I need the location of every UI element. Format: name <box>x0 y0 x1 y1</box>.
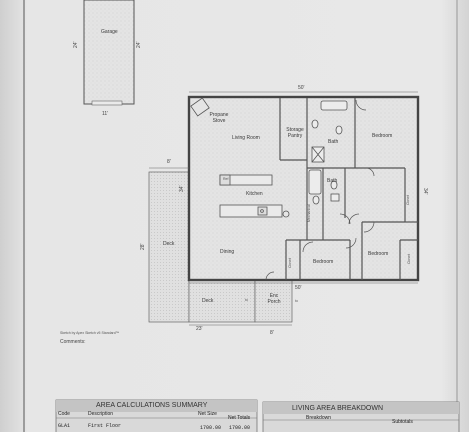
closet-right-bottom-label: Closet <box>407 254 411 264</box>
area-calc-header-net-size: Net Size <box>198 411 217 417</box>
garage-dim-left: 24' <box>73 41 79 48</box>
garage-label: Garage <box>101 29 118 35</box>
living-area-title: LIVING AREA BREAKDOWN <box>292 405 384 412</box>
area-calc-cell-description: First Floor <box>88 423 122 429</box>
propane-stove-label: Propane Stove <box>209 112 229 124</box>
house-dim-left-ext: 8' <box>167 159 171 165</box>
comments-label: Comments: <box>60 339 86 345</box>
house-dim-top: 50' <box>298 85 305 91</box>
deck-bottom-label: Deck <box>202 298 214 304</box>
dimension-lines <box>149 91 418 326</box>
deck-dim-bottom-b: 8' <box>270 330 274 336</box>
deck-bottom-area <box>188 277 256 323</box>
bath-mid-label: Bath <box>327 178 338 184</box>
enc-porch-label: Enc Porch <box>267 293 281 305</box>
deck-side-label: Deck <box>163 241 175 247</box>
area-calc-header-description: Description <box>88 411 114 417</box>
bedroom-top-label: Bedroom <box>372 133 393 139</box>
area-calc-cell-code: GLA1 <box>58 423 71 429</box>
house-dim-bottom: 50' <box>295 285 302 291</box>
interior-walls <box>279 98 418 280</box>
sketch-credit: Sketch by Apex Sketch v5 Standard™ <box>60 331 120 335</box>
garage-dim-right: 24' <box>136 41 142 48</box>
living-area-header-subtotals: Subtotals <box>392 419 413 425</box>
closet-right-label: Closet <box>406 195 410 205</box>
bedroom-bottom-label: Bedroom <box>313 259 334 265</box>
house-dim-right: 34' <box>422 188 428 195</box>
to-label-2: to <box>295 299 298 303</box>
deck-dim-side: 28' <box>140 243 146 250</box>
mechanical-label: Mechanical <box>307 204 311 222</box>
bedroom-right-label: Bedroom <box>368 251 389 257</box>
living-area-header-breakdown: Breakdown <box>306 415 332 421</box>
deck-dim-bottom-a: 23' <box>196 326 203 332</box>
area-calc-cell-net-totals: 1700.00 <box>229 425 251 431</box>
living-room-label: Living Room <box>232 135 260 141</box>
area-calc-header-net-totals: Net Totals <box>228 415 251 421</box>
house-dim-left-mid: 34' <box>179 185 185 192</box>
area-calc-header-code: Code <box>58 411 70 417</box>
deck-side-area <box>148 171 190 323</box>
closet-bottom-label: Closet <box>288 258 292 268</box>
enc-porch-area <box>254 277 293 323</box>
garage-dim-bottom: 11' <box>102 111 109 117</box>
door-swings <box>265 99 375 281</box>
area-calc-cell-net-size: 1700.00 <box>200 425 222 431</box>
bath-fixtures <box>282 100 348 218</box>
kitchen-label: Kitchen <box>246 191 263 197</box>
garage-outline <box>83 0 135 105</box>
to-label-1: to <box>245 298 248 302</box>
garage-door <box>91 100 123 106</box>
bath-top-label: Bath <box>328 139 339 145</box>
ref-label: Ref <box>223 177 229 181</box>
storage-pantry-label: Storage Pantry <box>286 127 304 139</box>
kitchen-counters <box>219 174 283 218</box>
propane-stove-fixture <box>190 97 210 117</box>
area-calc-title: AREA CALCULATIONS SUMMARY <box>96 402 208 409</box>
dining-label: Dining <box>220 249 235 255</box>
